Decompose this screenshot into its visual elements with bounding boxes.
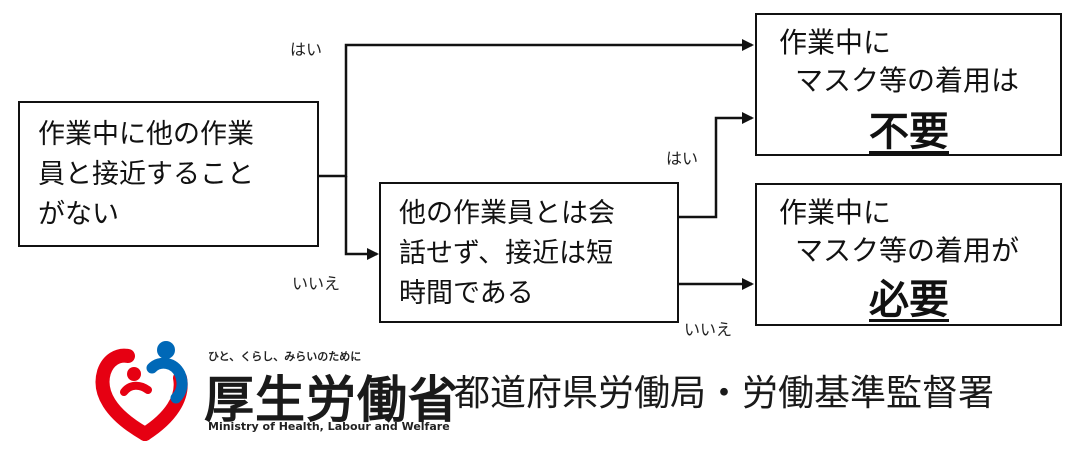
ministry-tagline: ひと、くらし、みらいのために <box>208 350 362 363</box>
arrow-question-to-unnecessary <box>678 112 754 219</box>
result-unnecessary-line-1: 作業中に <box>779 26 892 59</box>
result-unnecessary-line-2: マスク等の着用は <box>795 64 1020 97</box>
label-no-left: いいえ <box>292 274 341 293</box>
result-necessary-line-1: 作業中に <box>779 196 892 229</box>
bureau-text: 都道府県労働局・労働基準監督署 <box>454 373 995 414</box>
question-line-3: 時間である <box>399 278 534 309</box>
start-line-2: 員と接近すること <box>38 159 254 190</box>
ministry-name-jp: 厚生労働省 <box>204 371 459 429</box>
label-yes-top: はい <box>290 40 323 59</box>
start-condition-box: 作業中に他の作業 員と接近すること がない <box>18 101 319 247</box>
label-yes-mid: はい <box>666 149 699 168</box>
result-unnecessary-box: 作業中に マスク等の着用は 不要 <box>755 13 1062 156</box>
label-no-bottom: いいえ <box>684 320 733 339</box>
mhlw-logo: ひと、くらし、みらいのために 厚生労働省 Ministry of Health,… <box>86 330 458 448</box>
question-line-1: 他の作業員とは会 <box>399 198 615 229</box>
arrow-start-to-question <box>344 176 379 260</box>
result-necessary-box: 作業中に マスク等の着用が 必要 <box>755 183 1062 326</box>
result-unnecessary-emphasis: 不要 <box>869 109 949 155</box>
mhlw-emblem-icon <box>95 341 188 441</box>
start-line-1: 作業中に他の作業 <box>38 119 254 150</box>
result-necessary-emphasis: 必要 <box>869 277 949 323</box>
question-line-2: 話せず、接近は短 <box>399 238 614 269</box>
question-box: 他の作業員とは会 話せず、接近は短 時間である <box>379 182 679 323</box>
arrow-start-to-yes <box>318 39 754 178</box>
ministry-name-en: Ministry of Health, Labour and Welfare <box>208 420 450 433</box>
result-necessary-line-2: マスク等の着用が <box>795 234 1020 267</box>
start-line-3: がない <box>38 199 119 230</box>
